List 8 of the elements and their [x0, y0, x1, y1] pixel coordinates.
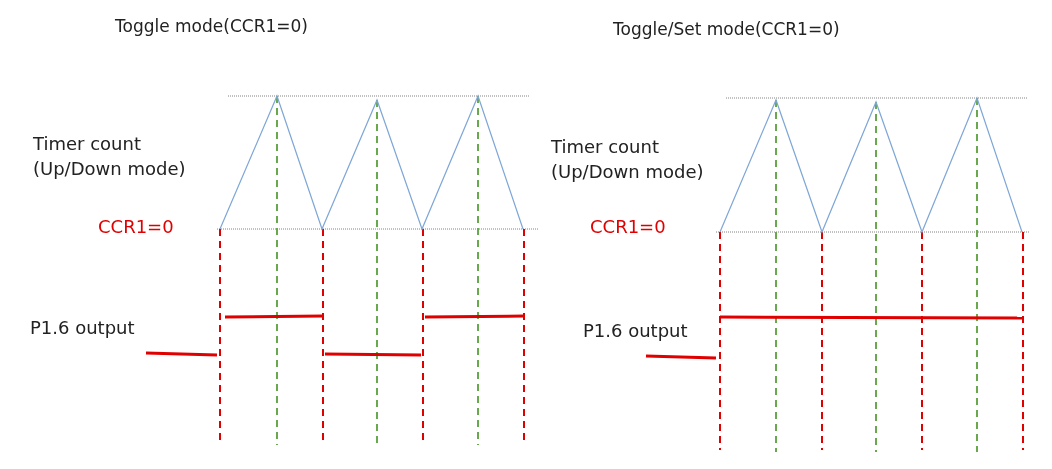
signal-label: P1.6 output — [583, 319, 688, 343]
panel-title: Toggle mode(CCR1=0) — [115, 15, 308, 38]
level-label: CCR1=0 — [98, 215, 174, 239]
panel-title: Toggle/Set mode(CCR1=0) — [613, 18, 840, 41]
level-label: CCR1=0 — [590, 215, 666, 239]
axis-label: Timer count (Up/Down mode) — [33, 132, 187, 181]
signal-label: P1.6 output — [30, 316, 135, 340]
axis-label: Timer count (Up/Down mode) — [551, 135, 705, 184]
